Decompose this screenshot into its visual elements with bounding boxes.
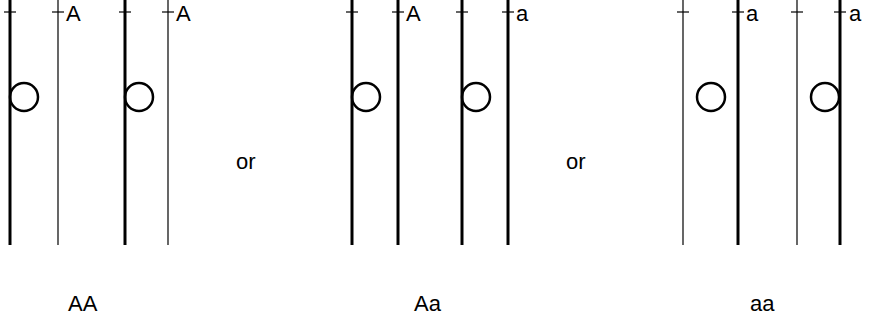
allele-label: a — [849, 2, 861, 26]
allele-label: a — [746, 2, 758, 26]
genotype-label: AA — [68, 292, 97, 316]
connector-word: or — [566, 150, 586, 174]
allele-label: A — [406, 2, 421, 26]
allele-label: a — [516, 2, 528, 26]
genotype-label: aa — [750, 292, 774, 316]
allele-label: A — [176, 2, 191, 26]
allele-label: A — [66, 2, 81, 26]
connector-word: or — [236, 150, 256, 174]
genotype-label: Aa — [414, 292, 441, 316]
